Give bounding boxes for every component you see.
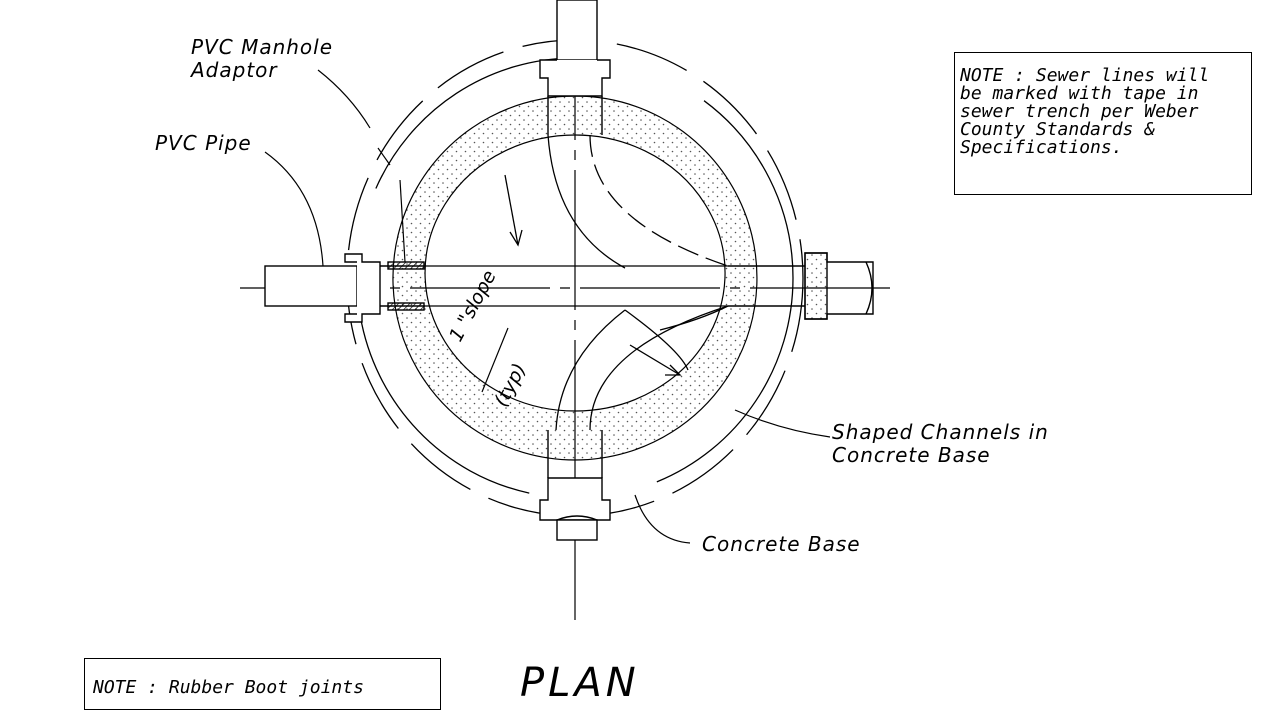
plan-title: PLAN xyxy=(520,660,640,706)
slope-rule xyxy=(481,327,509,393)
slope-arrows xyxy=(504,174,682,376)
right-pvc-pipe xyxy=(728,252,874,320)
label-shaped-channels: Shaped Channels in Concrete Base xyxy=(832,420,1049,467)
note-sewer-tape: NOTE : Sewer lines will be marked with t… xyxy=(954,52,1252,195)
note-rubber-boot: NOTE : Rubber Boot joints xyxy=(84,658,441,710)
manhole-plan-drawing xyxy=(240,0,900,620)
bottom-pvc-pipe xyxy=(539,430,611,541)
top-pvc-pipe xyxy=(539,0,611,135)
shaped-channels xyxy=(425,134,729,431)
label-pvc-pipe: PVC Pipe xyxy=(155,131,252,155)
manhole-wall-ring xyxy=(392,95,758,461)
label-pvc-manhole-adaptor: PVC Manhole Adaptor xyxy=(191,35,334,82)
leader-lines xyxy=(264,69,831,544)
note-sewer-tape-text: NOTE : Sewer lines will be marked with t… xyxy=(960,65,1210,158)
note-rubber-boot-text: NOTE : Rubber Boot joints xyxy=(93,677,364,698)
label-concrete-base: Concrete Base xyxy=(702,532,861,556)
left-pvc-pipe xyxy=(264,253,425,323)
